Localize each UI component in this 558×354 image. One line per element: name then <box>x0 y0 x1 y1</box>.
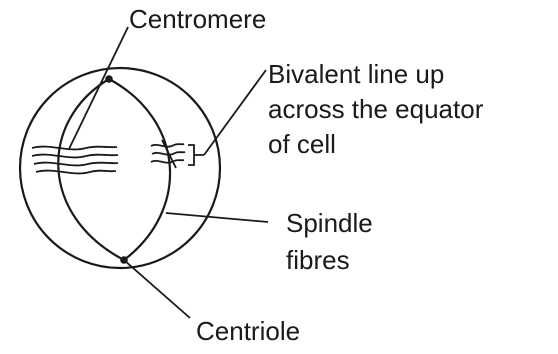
bivalent-right <box>151 140 185 168</box>
leader-bivalent <box>204 70 266 155</box>
leader-centriole <box>124 260 190 318</box>
label-spindle-line2: fibres <box>286 245 350 275</box>
leader-spindle <box>166 213 268 222</box>
label-centriole: Centriole <box>196 316 300 346</box>
centriole-top <box>105 75 113 83</box>
label-spindle-line1: Spindle <box>286 208 373 238</box>
label-centromere: Centromere <box>129 4 266 34</box>
bivalent-bracket <box>188 145 204 165</box>
spindle-fibre-right <box>109 79 170 260</box>
spindle-fibre-left <box>58 79 124 260</box>
label-bivalent-line3: of cell <box>268 129 336 159</box>
cell-membrane <box>20 68 220 268</box>
leader-centromere <box>69 27 128 149</box>
bivalent-left <box>32 147 118 174</box>
label-bivalent-line1: Bivalent line up <box>268 59 444 89</box>
label-bivalent-line2: across the equator <box>268 94 484 124</box>
